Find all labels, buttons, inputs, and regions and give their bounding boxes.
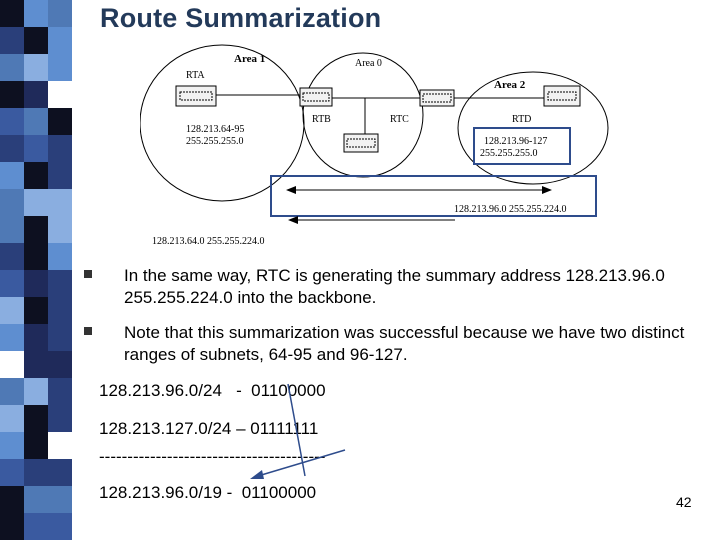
decorative-square xyxy=(24,243,48,270)
bullet-text: In the same way, RTC is generating the s… xyxy=(124,266,665,307)
summary-arrow-left-head xyxy=(286,186,296,194)
decorative-square xyxy=(0,81,24,108)
decorative-square-strip xyxy=(0,0,72,540)
binary-line: 128.213.96.0/24 - 01100000 xyxy=(99,381,326,400)
decorative-square xyxy=(48,378,72,405)
area2-subnet-range: 128.213.96-127 xyxy=(484,136,547,147)
area1-subnet-range: 128.213.64-95 xyxy=(186,124,244,135)
summary-area1-label: 128.213.64.0 255.255.224.0 xyxy=(152,236,265,247)
decorative-square xyxy=(24,216,48,243)
decorative-square xyxy=(24,81,48,108)
router-rta-icon xyxy=(175,85,217,107)
decorative-square xyxy=(48,135,72,162)
area1-summary-arrow-head xyxy=(288,216,298,224)
ospf-area-diagram: Area 1 Area 0 Area 2 RTA RTB RTC RTD 128… xyxy=(140,44,609,247)
decorative-square xyxy=(0,162,24,189)
decorative-square xyxy=(0,0,24,27)
decorative-square xyxy=(24,324,48,351)
summary-area2-label: 128.213.96.0 255.255.224.0 xyxy=(454,204,567,215)
decorative-square xyxy=(48,405,72,432)
decorative-square xyxy=(0,108,24,135)
decorative-square xyxy=(0,27,24,54)
decorative-square xyxy=(48,108,72,135)
decorative-square xyxy=(0,513,24,540)
area1-label: Area 1 xyxy=(234,53,265,65)
decorative-square xyxy=(48,432,72,459)
area1-mask: 255.255.255.0 xyxy=(186,136,244,147)
area1-circle xyxy=(140,44,305,202)
decorative-square xyxy=(24,351,48,378)
decorative-square xyxy=(48,459,72,486)
page-number: 42 xyxy=(676,494,692,510)
decorative-square xyxy=(24,378,48,405)
decorative-square xyxy=(24,54,48,81)
decorative-square xyxy=(0,216,24,243)
rtb-label: RTB xyxy=(312,114,331,125)
decorative-square xyxy=(0,459,24,486)
binary-line: 128.213.127.0/24 – 01111111 xyxy=(99,419,319,438)
summary-arrow-right-head xyxy=(542,186,552,194)
router-rtb-icon xyxy=(299,87,333,107)
decorative-square xyxy=(24,27,48,54)
decorative-square xyxy=(48,270,72,297)
decorative-square xyxy=(48,216,72,243)
decorative-square xyxy=(48,513,72,540)
decorative-square xyxy=(24,459,48,486)
decorative-square xyxy=(48,27,72,54)
bullet-text: Note that this summarization was success… xyxy=(124,323,685,364)
decorative-square xyxy=(48,0,72,27)
decorative-square xyxy=(0,405,24,432)
area2-circle xyxy=(457,71,609,185)
decorative-square xyxy=(0,189,24,216)
area0-label: Area 0 xyxy=(355,58,382,69)
decorative-square xyxy=(0,243,24,270)
decorative-square xyxy=(24,0,48,27)
decorative-square xyxy=(0,324,24,351)
decorative-square xyxy=(48,486,72,513)
bullet-square-icon xyxy=(84,270,92,278)
decorative-square xyxy=(0,270,24,297)
decorative-square xyxy=(48,54,72,81)
decorative-square xyxy=(0,135,24,162)
decorative-square xyxy=(0,486,24,513)
decorative-square xyxy=(24,162,48,189)
decorative-square xyxy=(24,432,48,459)
decorative-square xyxy=(0,432,24,459)
decorative-square xyxy=(24,135,48,162)
bullet-square-icon xyxy=(84,327,92,335)
decorative-square xyxy=(24,297,48,324)
decorative-square xyxy=(48,297,72,324)
decorative-square xyxy=(24,270,48,297)
decorative-square xyxy=(48,81,72,108)
area2-label: Area 2 xyxy=(494,79,526,91)
area2-address-highlight-box xyxy=(473,127,571,165)
rtc-label: RTC xyxy=(390,114,409,125)
decorative-square xyxy=(48,162,72,189)
binary-line-summary: 128.213.96.0/19 - 01100000 xyxy=(99,483,317,502)
decorative-square xyxy=(24,108,48,135)
router-rtc-icon xyxy=(419,89,455,107)
rtd-label: RTD xyxy=(512,114,531,125)
decorative-square xyxy=(0,378,24,405)
decorative-square xyxy=(48,351,72,378)
decorative-square xyxy=(48,243,72,270)
decorative-square xyxy=(0,351,24,378)
decorative-square xyxy=(24,513,48,540)
decorative-square xyxy=(24,405,48,432)
binary-pointer-arrow-head xyxy=(250,470,264,479)
decorative-square xyxy=(24,189,48,216)
slide-title: Route Summarization xyxy=(100,3,382,33)
decorative-square xyxy=(0,297,24,324)
decorative-square xyxy=(48,189,72,216)
router-center-icon xyxy=(343,133,379,153)
rta-label: RTA xyxy=(186,70,205,81)
summary-highlight-box xyxy=(270,175,597,217)
decorative-square xyxy=(24,486,48,513)
area2-mask: 255.255.255.0 xyxy=(480,148,538,159)
decorative-square xyxy=(48,324,72,351)
decorative-square xyxy=(0,54,24,81)
binary-separator: ---------------------------------------- xyxy=(99,447,326,466)
router-rtd-icon xyxy=(543,85,581,107)
